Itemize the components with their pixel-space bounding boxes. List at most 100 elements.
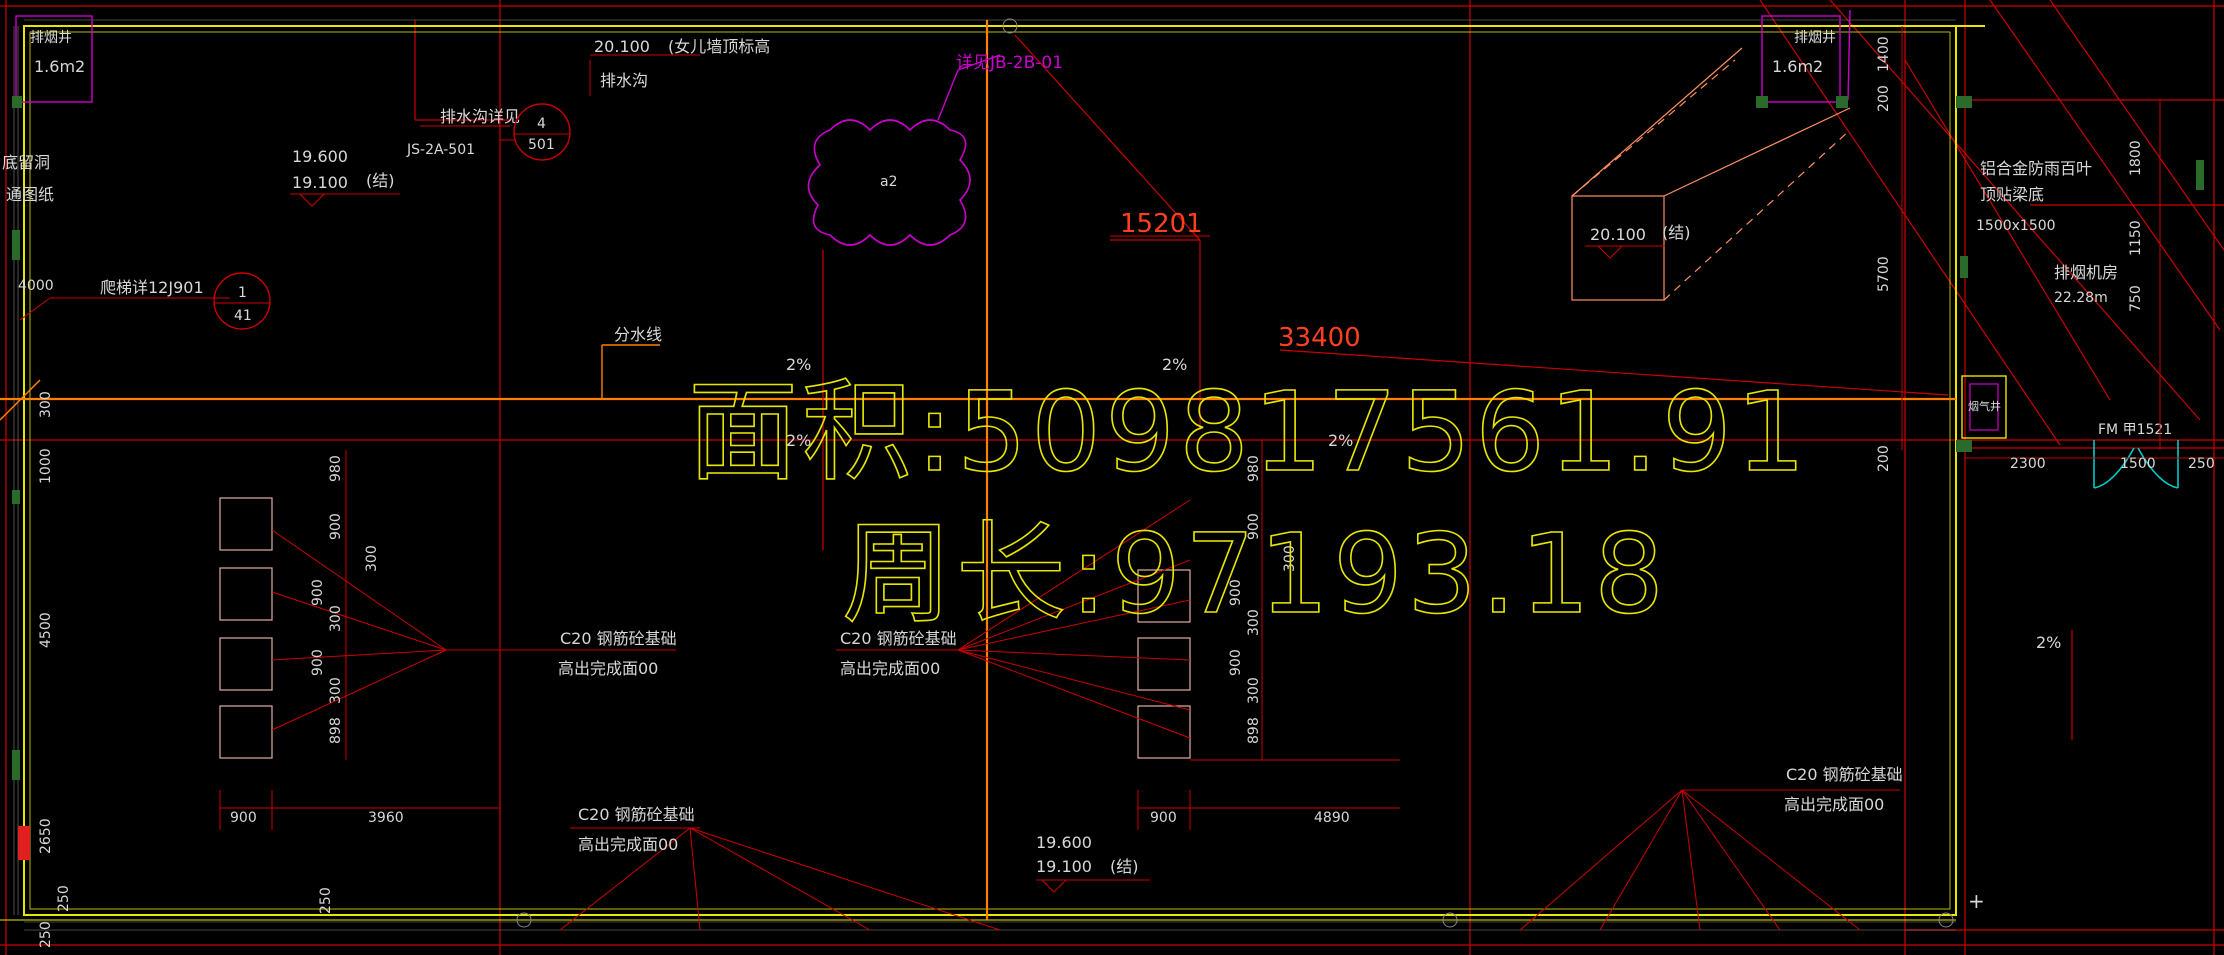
shaft-tr-area: 1.6m2: [1772, 57, 1823, 76]
axis-lines: [0, 20, 1956, 920]
elevation-19100-bottom: 19.100: [1036, 857, 1092, 876]
dim-900g: 900: [1228, 579, 1244, 606]
dim-1150: 1150: [2128, 220, 2144, 256]
shaft-top-right[interactable]: [1761, 9, 1851, 103]
dim-200a: 200: [1876, 85, 1892, 112]
c20-a-line2: 高出完成面00: [558, 659, 658, 678]
dim-300f: 300: [1246, 677, 1262, 704]
c20-d-line2: 高出完成面00: [1784, 795, 1884, 814]
divide-line-label: 分水线: [614, 325, 662, 344]
see-reference[interactable]: 详见JB-2B-01: [956, 53, 1063, 73]
shaft-tr-label: 排烟井: [1794, 30, 1836, 46]
elevation-19600-left: 19.600: [292, 147, 348, 166]
louver-note-line2: 顶贴梁底: [1980, 185, 2044, 204]
smoke-well[interactable]: [1961, 375, 2007, 439]
dim-898a: 898: [328, 717, 344, 744]
drain-detail-callout[interactable]: [513, 103, 571, 161]
drain-detail-label: 排水沟详见: [440, 107, 520, 126]
dim-1000: 1000: [38, 448, 54, 484]
dim-300a: 300: [364, 545, 380, 572]
cursor-crosshair: +: [1968, 889, 1985, 913]
dim-750: 750: [2128, 285, 2144, 312]
c20-d-line1: C20 钢筋砼基础: [1786, 765, 1903, 784]
dim-898b: 898: [1246, 717, 1262, 744]
dim-900h: 900: [1228, 649, 1244, 676]
ladder-callout-number: 1: [238, 285, 247, 301]
dim-900e: 900: [310, 649, 326, 676]
c20-c-line2: 高出完成面00: [578, 835, 678, 854]
red-marker: [18, 826, 30, 860]
dim-900b: 900: [1150, 810, 1177, 826]
dim-1400: 1400: [1876, 36, 1892, 72]
equipment-box[interactable]: [1571, 47, 1851, 301]
roof-boundary-inner: [29, 31, 1951, 910]
elevation-20100-right: 20.100: [1590, 225, 1646, 244]
cloud-mark-label: a2: [880, 174, 898, 190]
dim-300-left: 300: [38, 391, 54, 418]
parapet-note: (女儿墙顶标高: [668, 37, 770, 56]
slope-mark-3: 2%: [1162, 355, 1187, 374]
column-markers: [12, 96, 2204, 780]
dim-300e: 300: [1246, 609, 1262, 636]
dim-300d: 300: [1282, 545, 1298, 572]
dim-980b: 980: [1246, 455, 1262, 482]
dim-900a: 900: [230, 810, 257, 826]
foundation-b-leaders: [836, 440, 1400, 830]
axis-bubbles[interactable]: [516, 18, 1954, 928]
dim-2650: 2650: [38, 818, 54, 854]
shaft-tl-label: 排烟井: [30, 30, 72, 46]
js-reference: JS-2A-501: [406, 142, 475, 158]
c20-b-line1: C20 钢筋砼基础: [840, 629, 957, 648]
drain-detail-number: 4: [537, 116, 546, 132]
roof-boundary[interactable]: [23, 25, 1957, 916]
dim-900d: 900: [310, 579, 326, 606]
dim-250a: 250: [56, 885, 72, 912]
revision-cloud[interactable]: [807, 119, 971, 246]
smoke-well-label: 烟气井: [1968, 399, 2001, 413]
ladder-callout[interactable]: [213, 272, 271, 330]
dimension-15201: 15201: [1120, 209, 1203, 239]
dim-900c: 900: [328, 513, 344, 540]
dim-900f: 900: [1246, 513, 1262, 540]
dim-980a: 980: [328, 455, 344, 482]
fm-door-label: FM 甲1521: [2098, 422, 2172, 438]
parapet-elevation: 20.100: [594, 37, 650, 56]
drain-ditch-label: 排水沟: [600, 71, 648, 90]
dimension-4000: 4000: [18, 278, 54, 294]
struct-mark-right: (结): [1662, 223, 1691, 242]
dim-4500: 4500: [38, 612, 54, 648]
drain-detail-sheet: 501: [528, 137, 555, 153]
fan-room-area: 22.28m: [2054, 290, 2108, 306]
dim-300c: 300: [328, 677, 344, 704]
struct-mark-left: (结): [366, 171, 395, 190]
dim-300b: 300: [328, 605, 344, 632]
louver-size: 1500x1500: [1976, 218, 2056, 234]
fire-door[interactable]: [2093, 440, 2179, 489]
hole-note-line2: 通图纸: [6, 185, 54, 204]
dim-4890: 4890: [1314, 810, 1350, 826]
slope-mark-1: 2%: [786, 355, 811, 374]
dim-250c: 250: [318, 887, 334, 914]
louver-note-line1: 铝合金防雨百叶: [1980, 159, 2092, 178]
elevation-19100-left: 19.100: [292, 173, 348, 192]
shaft-tl-area: 1.6m2: [34, 57, 85, 76]
ladder-note: 爬梯详12J901: [100, 278, 204, 297]
slope-mark-5: 2%: [2036, 633, 2061, 652]
dim-2300: 2300: [2010, 456, 2046, 472]
dim-1500: 1500: [2120, 456, 2156, 472]
perimeter-readout: 周长:97193.18: [842, 510, 1668, 638]
dimension-33400: 33400: [1278, 323, 1361, 353]
elevation-19600-bottom: 19.600: [1036, 833, 1092, 852]
shaft-top-left[interactable]: [15, 15, 93, 103]
dim-3960: 3960: [368, 810, 404, 826]
hole-note-line1: 底留洞: [2, 153, 50, 172]
foundation-a-leaders: [219, 450, 676, 830]
foundation-c-leaders: [559, 789, 1900, 931]
dim-250b: 250: [38, 921, 54, 948]
area-readout: 面积:5098175​61.91: [688, 368, 1810, 496]
right-dimension-ticks: [1901, 26, 2224, 459]
foundation-group-a[interactable]: [219, 497, 273, 759]
c20-b-line2: 高出完成面00: [840, 659, 940, 678]
ladder-callout-sheet: 41: [234, 308, 252, 324]
